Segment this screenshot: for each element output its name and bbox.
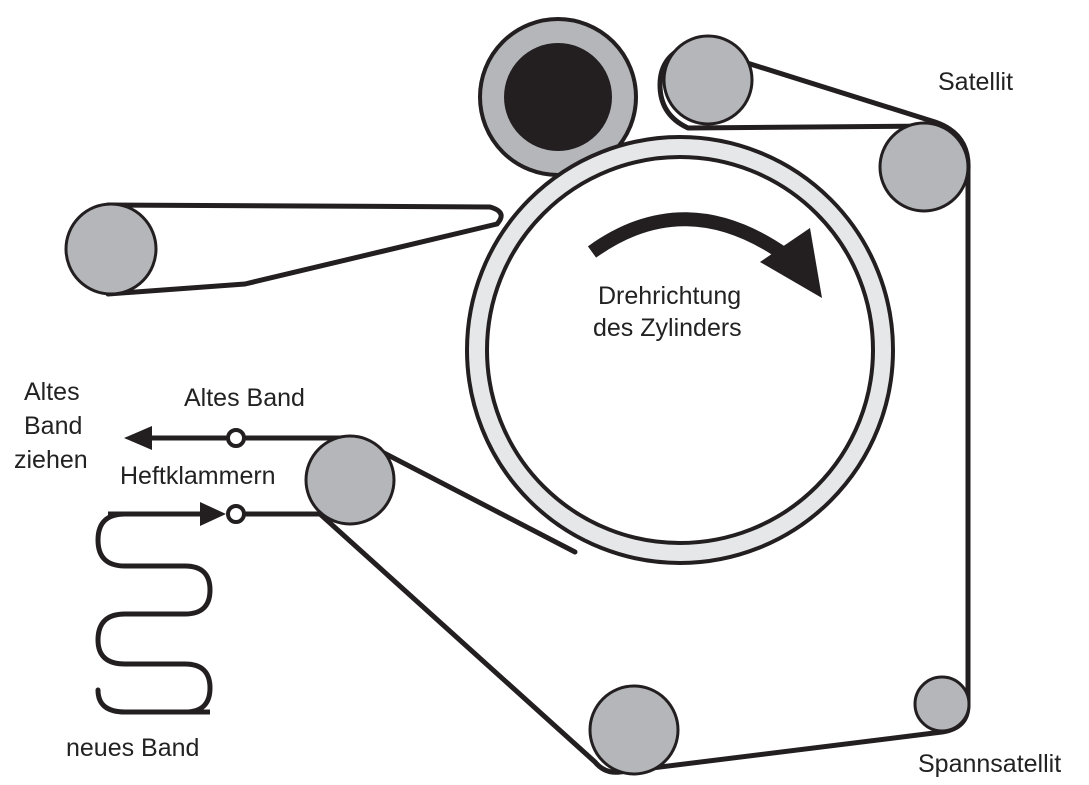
label-altes-band: Altes Band <box>184 384 305 412</box>
label-pull-1: Altes <box>24 378 80 406</box>
label-drehrichtung-2: des Zylinders <box>593 314 742 342</box>
feed-arrowhead <box>200 502 226 526</box>
rotation-arrow-arc <box>587 212 790 261</box>
staple-old <box>226 428 246 448</box>
label-satellit: Satellit <box>938 68 1013 96</box>
roller-left-guide <box>64 202 158 296</box>
left-guide-belt <box>105 202 504 297</box>
label-pull-2: Band <box>24 412 82 440</box>
staple-new <box>226 504 246 524</box>
label-pull-3: ziehen <box>14 446 88 474</box>
roller-entry <box>304 434 396 526</box>
rotation-arrowhead <box>760 228 822 298</box>
pressure-roller-core <box>504 43 612 151</box>
label-heftklammern: Heftklammern <box>120 462 276 490</box>
roller-satellite <box>878 121 970 213</box>
label-spannsatellit: Spannsatellit <box>918 750 1061 778</box>
roller-bottom <box>588 684 680 776</box>
new-band-serpentine <box>95 511 213 715</box>
roller-tension-satellite <box>913 675 971 733</box>
roller-top-left <box>662 34 754 126</box>
label-neues-band: neues Band <box>66 734 199 762</box>
pull-arrowhead <box>124 426 152 450</box>
label-drehrichtung-1: Drehrichtung <box>598 282 741 310</box>
